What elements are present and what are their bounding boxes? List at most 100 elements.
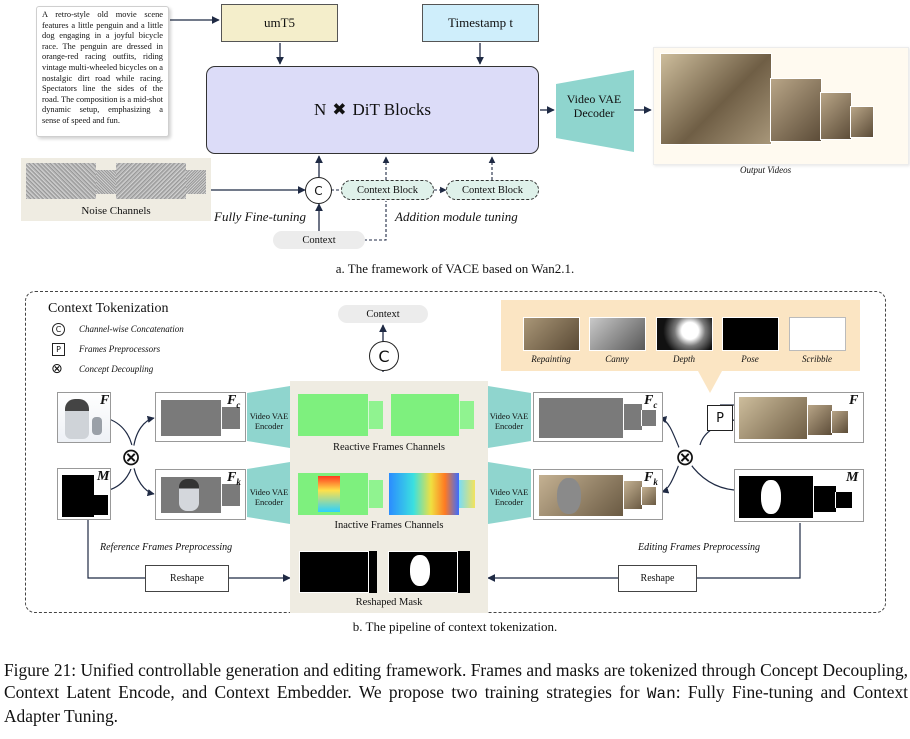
right-fc-label: Fc xyxy=(644,393,657,410)
output-video-frame-1 xyxy=(660,53,772,145)
left-fc-label: Fc xyxy=(227,393,240,410)
left-fk-penguin xyxy=(179,479,199,511)
inactive-channels-overlay-1 xyxy=(318,476,340,512)
context-input-top: Context xyxy=(273,231,365,249)
editing-frame-3 xyxy=(831,411,848,433)
right-fk-letter: F xyxy=(644,470,654,485)
umt5-encoder-box: umT5 xyxy=(221,4,338,42)
right-fc-stack-tail-2 xyxy=(641,410,656,426)
reference-mask-image xyxy=(57,468,111,520)
right-vae-encoder-label-2: Video VAE Encoder xyxy=(489,487,529,507)
left-decoupling-node: ⊗ xyxy=(121,443,142,471)
preproc-thumb-scribble xyxy=(789,317,846,351)
reference-frame-image xyxy=(57,392,111,443)
figure-caption-part2: : Fully Fine-tuning and Context Adapter … xyxy=(4,682,909,726)
left-F-label: F xyxy=(100,393,110,408)
noise-stack-1b xyxy=(96,170,118,194)
right-fk-tail-2 xyxy=(641,487,656,505)
left-fk-label: Fk xyxy=(227,470,241,487)
noise-channels-panel: Noise Channels xyxy=(21,158,211,221)
legend-concat-icon: C xyxy=(52,323,65,336)
caption-a: a. The framework of VACE based on Wan2.1… xyxy=(335,261,575,276)
penguin-figure xyxy=(65,399,89,439)
output-video-frame-2 xyxy=(770,78,822,142)
right-vae-encoder-label-1: Video VAE Encoder xyxy=(489,411,529,431)
noise-stack-1 xyxy=(26,163,96,199)
output-video-frame-3 xyxy=(820,92,852,140)
preproc-label-depth: Depth xyxy=(673,354,695,364)
right-fc-frame xyxy=(533,392,663,442)
caption-b: b. The pipeline of context tokenization. xyxy=(352,619,558,634)
left-fc-stack-tail xyxy=(221,407,240,429)
left-fc-frame xyxy=(155,392,246,442)
preproc-label-repainting: Repainting xyxy=(531,354,571,364)
reference-preprocessing-label: Reference Frames Preprocessing xyxy=(100,542,233,553)
timestamp-box: Timestamp t xyxy=(422,4,539,42)
legend-decoupling-label: Concept Decoupling xyxy=(79,364,154,374)
reactive-channels-stack-1 xyxy=(298,394,368,436)
left-vae-encoder-label-1: Video VAE Encoder xyxy=(249,411,289,431)
legend-concat-label: Channel-wise Concatenation xyxy=(79,324,184,334)
left-fc-stack xyxy=(161,400,221,436)
right-fc-letter: F xyxy=(644,393,654,408)
preproc-label-pose: Pose xyxy=(741,354,759,364)
preproc-thumb-canny xyxy=(589,317,646,351)
right-fc-stack-tail xyxy=(623,404,642,430)
reshaped-mask-ellipse xyxy=(410,555,430,586)
concat-node-top: C xyxy=(305,177,332,204)
reshaped-mask-label: Reshaped Mask xyxy=(355,597,423,608)
editing-preprocessing-label: Editing Frames Preprocessing xyxy=(638,542,761,553)
video-vae-decoder-label: Video VAE Decoder xyxy=(566,92,622,120)
right-decoupling-node: ⊗ xyxy=(675,443,696,471)
inactive-channels-stack-2b xyxy=(459,480,475,508)
right-M-label: M xyxy=(846,470,859,485)
preproc-thumb-depth xyxy=(656,317,713,351)
context-tokenization-title: Context Tokenization xyxy=(48,301,169,316)
right-preprocessor-box: P xyxy=(707,405,733,431)
reactive-channels-stack-2b xyxy=(459,401,474,429)
figure-caption-part1: Figure 21: Unified controllable generati… xyxy=(4,660,908,702)
reactive-channels-stack-2 xyxy=(391,394,459,436)
preproc-thumb-pose xyxy=(722,317,779,351)
output-videos-label: Output Videos xyxy=(740,165,792,175)
context-block-2: Context Block xyxy=(446,180,539,200)
concat-node-bottom: C xyxy=(369,341,399,371)
addition-module-tuning-label: Addition module tuning xyxy=(395,209,518,224)
editing-mask-tail-2 xyxy=(835,492,852,508)
inactive-channels-stack-1b xyxy=(368,480,383,508)
preproc-label-canny: Canny xyxy=(605,354,629,364)
noise-stack-2 xyxy=(116,163,186,199)
inactive-channels-label: Inactive Frames Channels xyxy=(334,520,444,531)
context-output-bottom: Context xyxy=(338,305,428,323)
reshape-box-right: Reshape xyxy=(618,565,697,592)
penguin-figure-small xyxy=(92,417,102,435)
output-video-frame-4 xyxy=(850,106,874,138)
left-fc-sub: c xyxy=(236,399,241,410)
context-block-1: Context Block xyxy=(341,180,434,200)
left-fk-frame xyxy=(155,469,246,520)
legend-preprocessor-icon: P xyxy=(52,343,65,356)
editing-mask-tail xyxy=(813,486,836,512)
figure-caption-wan: Wan xyxy=(646,685,676,703)
reactive-channels-label: Reactive Frames Channels xyxy=(333,442,445,453)
preproc-label-scribble: Scribble xyxy=(802,354,832,364)
left-fk-sub: k xyxy=(236,476,241,487)
legend-decoupling-icon: ⊗ xyxy=(51,361,63,377)
reshape-box-left: Reshape xyxy=(145,565,229,592)
legend-preprocessor-label: Frames Preprocessors xyxy=(79,344,161,354)
left-fk-letter: F xyxy=(227,470,237,485)
dit-count-label: N xyxy=(313,100,327,119)
preprocessor-panel: Repainting Canny Depth Pose Scribble xyxy=(501,300,860,371)
fully-finetuning-label: Fully Fine-tuning xyxy=(214,209,307,224)
preproc-thumb-repainting xyxy=(523,317,580,351)
editing-frame-2 xyxy=(807,405,832,435)
left-fc-letter: F xyxy=(227,393,237,408)
figure-caption: Figure 21: Unified controllable generati… xyxy=(4,659,908,727)
left-M-label: M xyxy=(97,469,110,484)
right-fk-sub: k xyxy=(653,476,658,487)
reactive-channels-stack-1b xyxy=(368,401,383,429)
dit-blocks-box: N ✖ DiT Blocks xyxy=(206,66,539,154)
editing-mask-ellipse xyxy=(761,480,781,514)
noise-stack-2b xyxy=(186,170,206,194)
